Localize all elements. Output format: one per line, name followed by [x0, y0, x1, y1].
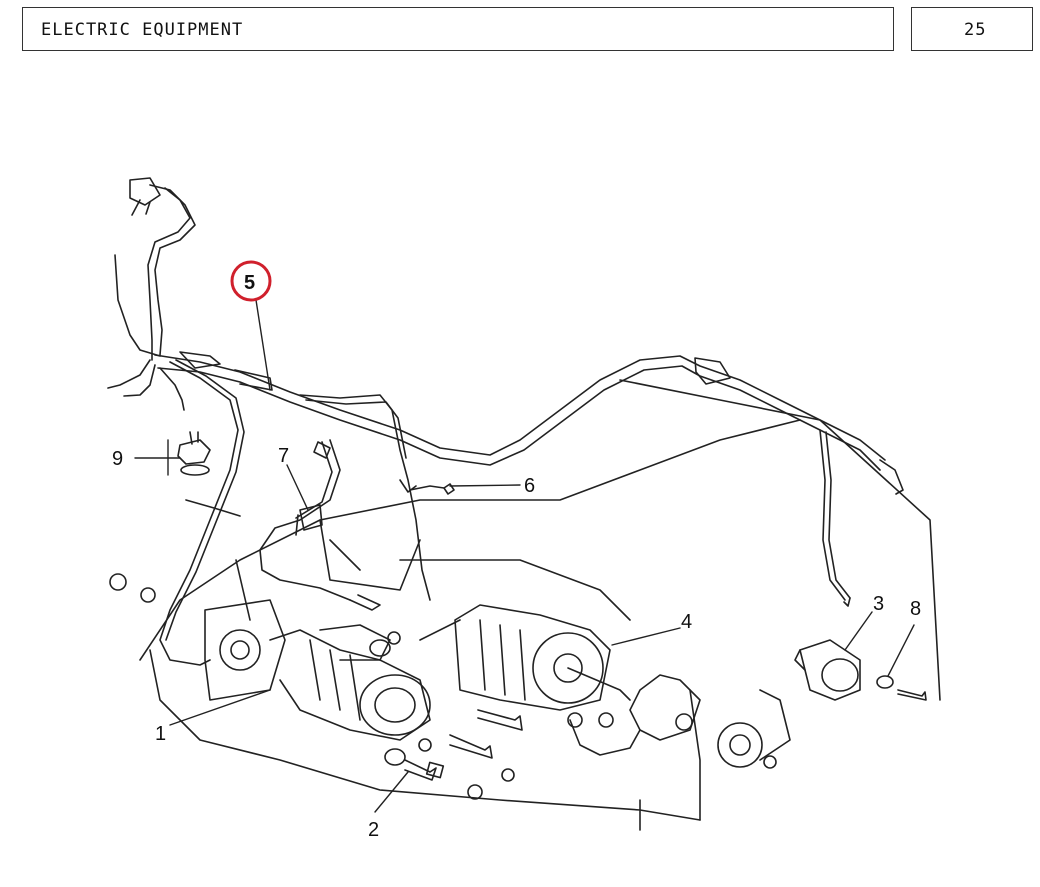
- terminal-nuts: [109, 573, 401, 645]
- wiring-harness: [107, 177, 904, 666]
- callout-1: 1: [155, 723, 166, 745]
- screw-washer: [876, 675, 927, 701]
- pressure-sender: [177, 431, 211, 476]
- highlight-circle: [230, 260, 272, 302]
- callout-4: 4: [681, 611, 692, 633]
- callout-7: 7: [278, 445, 289, 467]
- callout-6: 6: [524, 475, 535, 497]
- callout-9: 9: [112, 448, 123, 470]
- header-page-box: 25: [911, 7, 1033, 51]
- mounting-bolts: [384, 709, 523, 800]
- sensor-unit: [794, 639, 861, 701]
- header-title-box: ELECTRIC EQUIPMENT: [22, 7, 894, 51]
- callout-8: 8: [910, 598, 921, 620]
- clamp-bracket: [295, 504, 323, 536]
- callout-5[interactable]: 5: [244, 272, 255, 294]
- leader-lines: [134, 299, 915, 813]
- alternator: [454, 604, 777, 769]
- page-number: 25: [964, 20, 987, 40]
- callout-labels: 1 2 3 4 6 7 8 9 5: [112, 260, 921, 841]
- engine-block-outline: [139, 379, 941, 831]
- starter-motor: [204, 599, 431, 741]
- callout-2: 2: [368, 819, 379, 841]
- page-title: ELECTRIC EQUIPMENT: [41, 20, 244, 40]
- callout-3: 3: [873, 593, 884, 615]
